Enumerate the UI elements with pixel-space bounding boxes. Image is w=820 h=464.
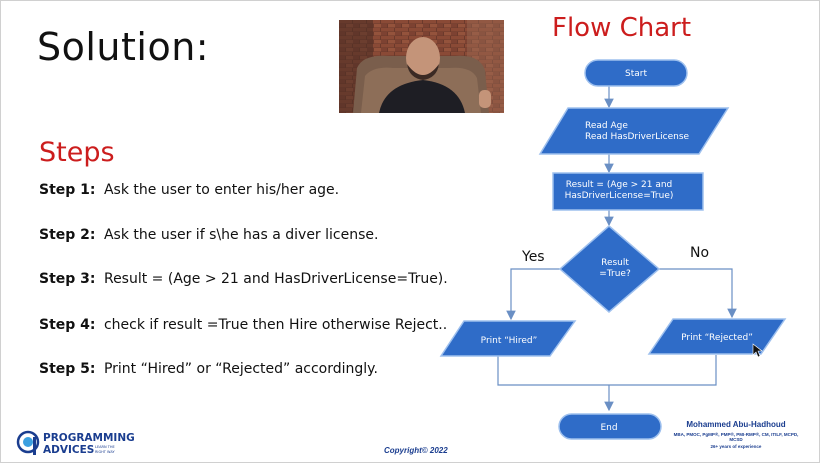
arrow-decision-yes: [506, 268, 560, 321]
author-credentials: MBA, PMOC, PgMP®, PMP®, PMI-RMP®, CM, IT…: [673, 432, 799, 442]
logo-mark-icon: PROGRAMMING ADVICES LEARN THE RIGHT WAY: [16, 430, 135, 456]
process-shape: Result = (Age > 21 and HasDriverLicense=…: [552, 172, 704, 211]
slide-title: Solution:: [37, 25, 210, 69]
presenter-image: [339, 20, 504, 113]
arrow-hired-merge: [497, 355, 609, 386]
arrow-decision-no: [658, 268, 737, 319]
decision-line-1: Result: [601, 258, 629, 268]
output-rejected-label: Print “Rejected”: [681, 333, 753, 343]
presenter-video: [339, 20, 504, 113]
step-4-label: Step 4:: [39, 317, 96, 333]
output-rejected: Print “Rejected”: [647, 318, 787, 355]
step-1-label: Step 1:: [39, 182, 96, 198]
process-line-1: Result = (Age > 21 and: [566, 180, 673, 190]
logo-line-1: PROGRAMMING: [43, 432, 135, 444]
end-label: End: [600, 423, 617, 433]
step-3-text: Result = (Age > 21 and HasDriverLicense=…: [103, 271, 448, 287]
logo-line-2: ADVICES: [43, 444, 94, 456]
input-shape: Read Age Read HasDriverLicense: [538, 107, 730, 155]
author-experience: 26+ years of experience: [710, 444, 762, 449]
arrow-rejected-merge: [609, 355, 717, 386]
copyright-text: Copyright© 2022: [384, 446, 448, 455]
logo-tagline-2: RIGHT WAY: [95, 450, 115, 454]
flowchart-title: Flow Chart: [552, 13, 692, 43]
input-line-1: Read Age: [585, 121, 628, 131]
mouse-cursor-icon: [752, 343, 763, 358]
step-2-text: Ask the user if s\he has a diver license…: [103, 227, 379, 243]
step-2: Step 2: Ask the user if s\he has a diver…: [39, 227, 378, 243]
step-3-label: Step 3:: [39, 271, 96, 287]
start-terminator: Start: [584, 59, 688, 87]
yes-label: Yes: [521, 249, 545, 265]
step-1-text: Ask the user to enter his/her age.: [103, 182, 340, 198]
output-hired: Print “Hired”: [439, 320, 577, 357]
step-4: Step 4: check if result =True then Hire …: [39, 317, 447, 333]
end-terminator: End: [558, 413, 662, 440]
author-block: Mohammed Abu-Hadhoud MBA, PMOC, PgMP®, P…: [669, 420, 803, 449]
step-5-text: Print “Hired” or “Rejected” accordingly.: [103, 361, 378, 377]
programming-advices-logo: PROGRAMMING ADVICES LEARN THE RIGHT WAY: [15, 429, 145, 457]
start-label: Start: [625, 69, 647, 79]
step-1: Step 1: Ask the user to enter his/her ag…: [39, 182, 339, 198]
author-name: Mohammed Abu-Hadhoud: [686, 420, 786, 429]
output-hired-label: Print “Hired”: [481, 336, 538, 346]
decision-diamond: Result =True?: [558, 225, 661, 313]
process-line-2: HasDriverLicense=True): [565, 191, 674, 201]
input-line-2: Read HasDriverLicense: [585, 132, 690, 142]
decision-line-2: =True?: [599, 269, 631, 279]
step-2-label: Step 2:: [39, 227, 96, 243]
steps-heading: Steps: [39, 137, 115, 168]
step-5: Step 5: Print “Hired” or “Rejected” acco…: [39, 361, 378, 377]
step-3: Step 3: Result = (Age > 21 and HasDriver…: [39, 271, 448, 287]
no-label: No: [690, 245, 709, 261]
step-4-text: check if result =True then Hire otherwis…: [103, 317, 448, 333]
logo-tagline-1: LEARN THE: [95, 445, 115, 449]
step-5-label: Step 5:: [39, 361, 96, 377]
